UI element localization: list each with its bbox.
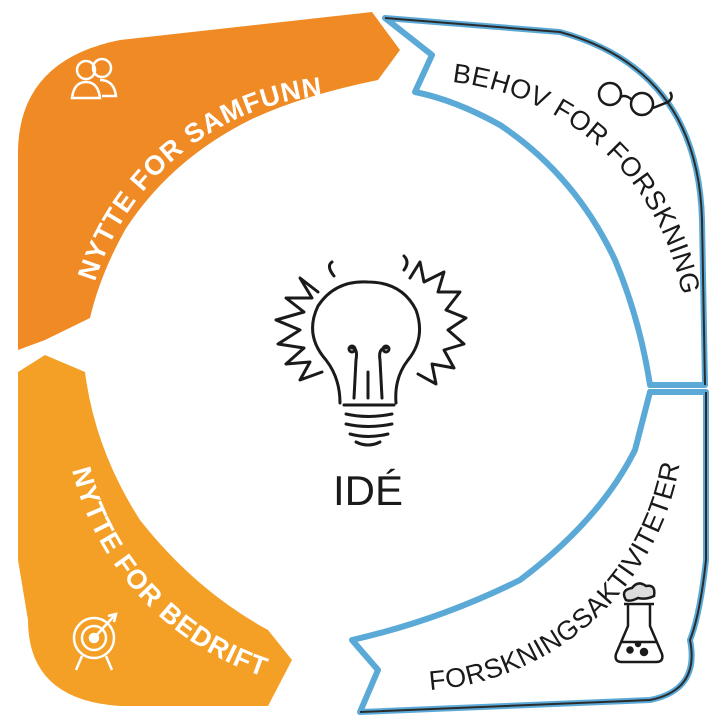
segment-forskningsaktiviteter: FORSKNINGSAKTIVITETER <box>349 389 709 715</box>
segment-behov-for-forskning: BEHOV FOR FORSKNING <box>382 15 708 388</box>
glasses-icon <box>597 81 673 117</box>
flask-icon <box>614 582 664 664</box>
people-icon <box>70 57 118 100</box>
segment-nytte-for-bedrift: NYTTE FOR BEDRIFT <box>18 355 292 706</box>
segment-nytte-for-samfunn: NYTTE FOR SAMFUNN <box>18 12 400 350</box>
lightbulb-icon <box>274 254 468 447</box>
center-idea: IDÉ <box>274 254 468 514</box>
segment-samfunn-band <box>18 12 400 350</box>
center-label: IDÉ <box>333 467 403 514</box>
target-icon <box>72 612 118 671</box>
